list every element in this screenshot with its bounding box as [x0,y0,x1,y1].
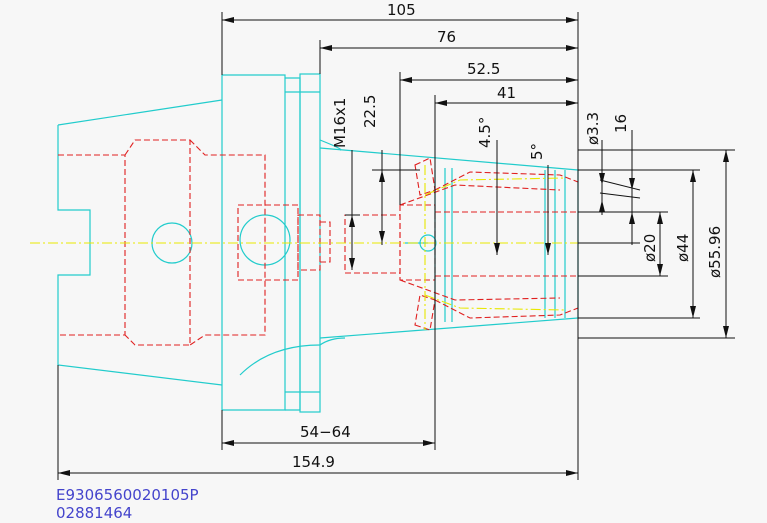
collet-profile [424,165,566,330]
dim-22-5: 22.5 [361,95,379,128]
dim-m16: M16x1 [331,98,349,148]
dim-76: 76 [437,28,456,46]
dim-41: 41 [497,84,516,102]
dim-dia-44: ø44 [674,234,692,262]
dim-dia-3-3: ø3.3 [584,112,602,145]
dim-dia-20: ø20 [641,234,659,262]
part-code: E9306560020105P [56,486,199,504]
dim-154-9: 154.9 [292,453,335,471]
dimension-lines [57,12,735,480]
dim-angle-5: 5° [528,143,546,160]
dim-52-5: 52.5 [467,60,500,78]
part-number: 02881464 [56,504,132,522]
dim-16: 16 [612,114,630,133]
dim-105: 105 [387,1,416,19]
hidden-lines [58,139,579,346]
dim-dia-55-96: ø55.96 [706,226,724,278]
dim-54-64: 54−64 [300,423,351,441]
dim-angle-4-5: 4.5° [476,117,494,148]
